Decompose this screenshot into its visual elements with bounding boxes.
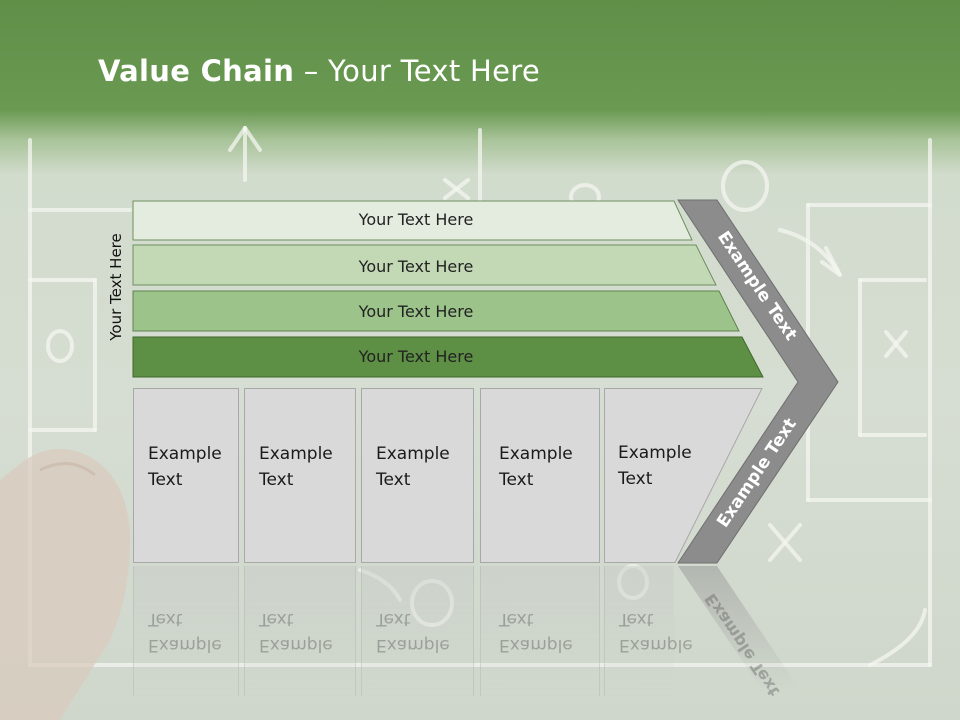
title-rest: – Your Text Here <box>294 54 540 88</box>
box-4-line2: Text <box>499 470 534 490</box>
box-3-line1: Example <box>376 444 450 464</box>
refl-3-line2: Text <box>376 609 411 629</box>
box-1-line1: Example <box>148 444 222 464</box>
box-3-line2: Text <box>376 470 411 490</box>
box-5-line1: Example <box>618 443 692 463</box>
title-bold: Value Chain <box>98 54 295 88</box>
refl-2-line1: Example <box>259 635 333 655</box>
box-reflection-1: Example Text <box>133 566 239 696</box>
box-2-line2: Text <box>259 470 294 490</box>
box-reflection-5: Example Text <box>604 566 693 696</box>
band-label-2: Your Text Here <box>358 256 474 276</box>
box-1-line2: Text <box>148 470 183 490</box>
box-5-line2: Text <box>618 469 653 489</box>
refl-4-line1: Example <box>499 635 573 655</box>
refl-1-line1: Example <box>148 635 222 655</box>
chevron-shape <box>677 199 839 564</box>
band-shape-4 <box>132 336 764 378</box>
slide-title: Value Chain – Your Text Here <box>98 54 540 88</box>
band-label-3: Your Text Here <box>358 301 474 321</box>
refl-5-line2: Text <box>619 609 654 629</box>
hand-image <box>0 449 131 720</box>
refl-5-line1: Example <box>619 635 693 655</box>
band-shape-2 <box>132 244 717 286</box>
box-reflection-4: Example Text <box>480 566 600 696</box>
chevron-reflection <box>678 566 800 690</box>
band-label-4: Your Text Here <box>358 346 474 366</box>
refl-1-line2: Text <box>148 609 183 629</box>
box-4-line1: Example <box>499 444 573 464</box>
refl-3-line1: Example <box>376 635 450 655</box>
refl-2-line2: Text <box>259 609 294 629</box>
activity-box-5-shape <box>604 388 763 563</box>
band-shape-1 <box>132 200 693 241</box>
refl-4-line2: Text <box>499 609 534 629</box>
box-reflection-2: Example Text <box>244 566 356 696</box>
band-shape-3 <box>132 290 740 332</box>
band-label-1: Your Text Here <box>358 209 474 229</box>
box-2-line1: Example <box>259 444 333 464</box>
box-reflection-3: Example Text <box>361 566 474 696</box>
